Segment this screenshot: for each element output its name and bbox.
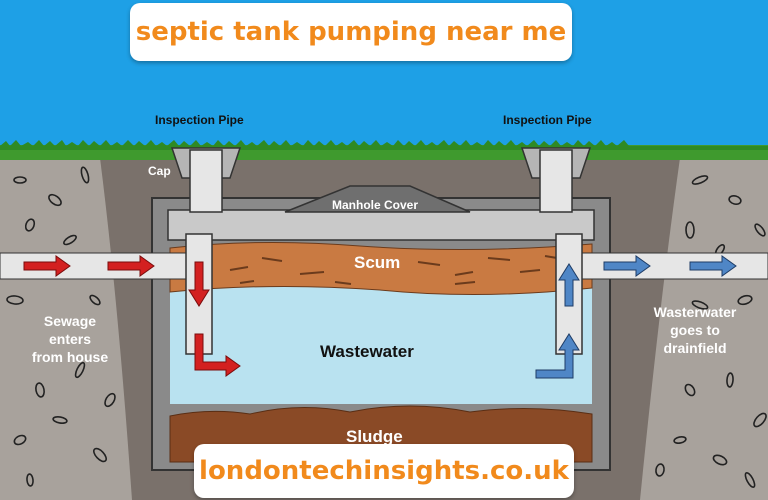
pebble	[35, 382, 45, 398]
pebble	[737, 294, 753, 306]
gravel-right	[640, 158, 768, 500]
label-sewage-enters: Sewage enters from house	[12, 312, 128, 366]
gravel-pebbles	[6, 166, 767, 489]
pebble	[712, 454, 728, 466]
pebble	[691, 300, 709, 310]
label-manhole-cover: Manhole Cover	[332, 198, 419, 212]
scum-texture	[189, 255, 564, 285]
pebble	[89, 294, 101, 306]
pebble	[13, 434, 27, 446]
pebble	[24, 218, 36, 232]
pebble	[754, 223, 766, 237]
outflow-arrow-entry	[535, 333, 580, 379]
outflow-arrow-up	[558, 263, 580, 307]
label-wastewater-goes: Wasterwater goes to drainfield	[630, 303, 760, 357]
label-sludge: Sludge	[346, 427, 403, 446]
banner-bottom: londontechinsights.co.uk	[194, 444, 574, 498]
wastewater-line-2: goes to	[670, 322, 720, 338]
pebble	[13, 176, 27, 184]
wastewater-layer	[170, 282, 592, 404]
pebble	[6, 295, 24, 305]
pebble	[26, 473, 34, 487]
sewage-line-3: from house	[31, 349, 109, 365]
manhole-cover	[284, 185, 471, 213]
outflow-arrow-2	[689, 255, 737, 277]
pebble	[753, 412, 767, 428]
outflow-arrows	[535, 255, 737, 379]
pebble	[728, 195, 742, 205]
banner-top-text: septic tank pumping near me	[135, 17, 567, 47]
sewage-line-2: enters	[48, 331, 92, 347]
scum-layer	[169, 241, 593, 296]
banner-bottom-text: londontechinsights.co.uk	[199, 456, 569, 486]
pebble	[74, 361, 86, 379]
tank-lid	[167, 209, 595, 241]
gravel-left	[0, 158, 132, 500]
pebble	[655, 463, 665, 477]
sewage-line-1: Sewage	[43, 313, 97, 329]
inspection-pipe-left	[189, 149, 223, 213]
inflow-arrow-down	[188, 261, 210, 307]
label-inspection-pipe-left: Inspection Pipe	[155, 113, 244, 127]
pebble	[63, 234, 77, 246]
pebble	[80, 166, 90, 184]
inflow-arrow-2	[107, 255, 155, 277]
outflow-arrow-1	[603, 255, 651, 277]
inflow-arrow-exit	[194, 333, 241, 377]
inflow-arrow-1	[23, 255, 71, 277]
wastewater-line-3: drainfield	[663, 340, 727, 356]
pebble	[685, 221, 695, 239]
pebble	[726, 372, 734, 388]
label-cap: Cap	[148, 164, 171, 178]
pebble	[744, 471, 756, 489]
inspection-pipe-right	[539, 149, 573, 213]
pebble	[673, 436, 687, 444]
pebble	[691, 175, 709, 185]
wastewater-line-1: Wasterwater	[653, 304, 737, 320]
label-wastewater: Wastewater	[320, 342, 414, 361]
pebble	[52, 416, 68, 424]
label-scum: Scum	[354, 253, 401, 272]
pebble	[684, 383, 696, 397]
pebble	[48, 193, 62, 207]
banner-top: septic tank pumping near me	[130, 3, 572, 61]
pebble	[104, 392, 116, 408]
pebble	[93, 447, 107, 463]
inflow-arrows	[23, 255, 241, 377]
label-inspection-pipe-right: Inspection Pipe	[503, 113, 592, 127]
